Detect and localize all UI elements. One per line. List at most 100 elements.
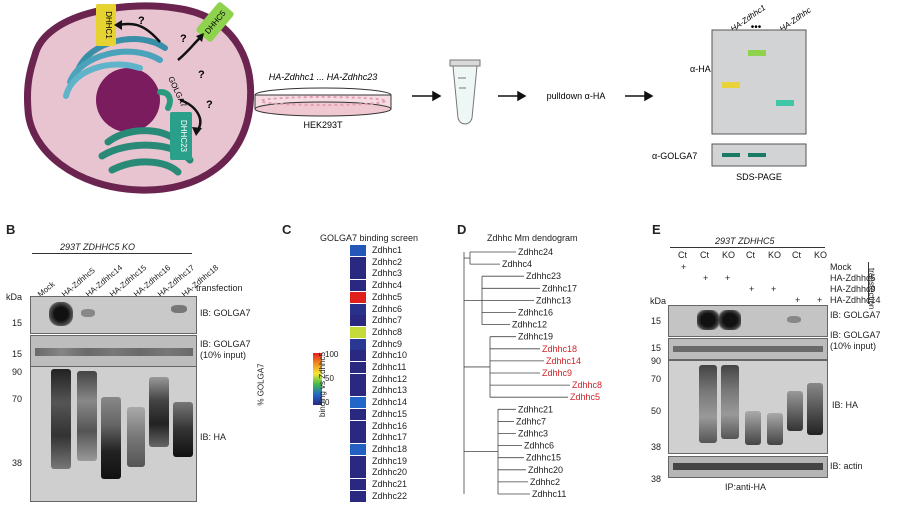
question-4: ? [206, 99, 213, 111]
dish-title: HA-Zdhhc1 ... HA-Zdhhc23 [269, 72, 378, 82]
e-col-label: Ct [792, 250, 801, 260]
heatmap-row-label: Zdhhc16 [372, 420, 408, 431]
panel-b-transfection: transfection [196, 283, 243, 293]
dhhc23-box [170, 112, 192, 160]
panel-b-blot-input [30, 335, 197, 367]
e-ha-ko-9 [767, 413, 783, 445]
e-marker-70: 70 [651, 374, 662, 384]
dendrogram-leaf-label: Zdhhc14 [546, 356, 581, 366]
c-cbar-label-2: binding vs Zdhhc5 [317, 352, 327, 417]
dendrogram-leaf-label: Zdhhc12 [512, 320, 547, 330]
e-ha-ko-14 [807, 383, 823, 435]
panel-c-title: GOLGA7 binding screen [320, 233, 419, 243]
panel-b-title: 293T ZDHHC5 KO [60, 242, 136, 252]
panel-b-blot-golga7 [30, 296, 197, 334]
panel-c-letter: C [282, 222, 292, 237]
dendrogram-leaf-label: Zdhhc8 [572, 380, 602, 390]
heatmap-row-label: Zdhhc17 [372, 432, 408, 443]
e-col-label: KO [814, 250, 828, 260]
b-ib-golga7: IB: GOLGA7 [200, 308, 251, 318]
e-plus-mark: + [817, 295, 823, 305]
dendrogram-leaf-label: Zdhhc24 [518, 247, 553, 257]
e-band-ct-5 [697, 310, 719, 330]
band-golga7-2 [748, 153, 766, 157]
golga7-shape [157, 89, 173, 111]
heatmap-cell [350, 432, 366, 444]
heatmap-row-label: Zdhhc15 [372, 408, 408, 419]
heatmap-cell [350, 315, 366, 327]
panel-e-letter: E [652, 222, 661, 237]
e-marker-15a: 15 [651, 316, 662, 326]
panel-e-blot-actin [668, 456, 828, 478]
e-plus-mark: + [703, 273, 709, 283]
panel-e-blot-input [668, 338, 828, 360]
heatmap-row-label: Zdhhc11 [372, 362, 407, 372]
b-ha-lane-16 [127, 407, 145, 467]
e-plus-mark: + [795, 295, 801, 305]
dendrogram-leaf-label: Zdhhc21 [518, 404, 553, 414]
b-input-band [35, 348, 193, 356]
e-row-label: HA-Zdhhc9 [830, 284, 876, 294]
heatmap-cell [350, 326, 366, 338]
heatmap-cell [350, 303, 366, 315]
heatmap-cell [350, 443, 366, 455]
b-band-zdhhc18-weak [171, 305, 187, 313]
dendrogram-leaf-label: Zdhhc15 [526, 453, 561, 463]
heatmap-row-label: Zdhhc5 [372, 291, 403, 302]
heatmap-row-label: Zdhhc18 [372, 443, 408, 454]
heatmap-cell [350, 280, 366, 292]
e-col-label: KO [768, 250, 782, 260]
e-ib-ha: IB: HA [832, 400, 859, 410]
heatmap-cell [350, 291, 366, 303]
b-ha-lane-5 [51, 369, 71, 469]
e-ip-label: IP:anti-HA [725, 482, 767, 492]
b-marker-90: 90 [12, 367, 23, 377]
band-dhhc5 [748, 50, 766, 56]
b-marker-38: 38 [12, 458, 23, 468]
panel-b-blot-ha [30, 366, 197, 502]
heatmap-cell [350, 408, 366, 420]
panel-a-schematic: DHHC1 DHHC5 DHHC23 ? ? ? ? GOLGA7 HA-Zdh… [24, 2, 813, 194]
e-row-label: HA-Zdhhc14 [830, 295, 881, 305]
gel-lane-label-1: HA-Zdhhc1 [729, 3, 767, 34]
dendrogram-leaf-label: Zdhhc20 [528, 465, 563, 475]
heatmap-cell [350, 385, 366, 397]
heatmap-row-label: Zdhhc19 [372, 455, 408, 466]
heatmap-row-label: Zdhhc1 [372, 245, 403, 255]
heatmap-cell [350, 467, 366, 479]
panel-d-title: Zdhhc Mm dendogram [487, 233, 578, 243]
e-ha-ct-14 [787, 391, 803, 431]
e-ha-ct-9 [745, 411, 761, 445]
dendrogram-leaf-label: Zdhhc17 [542, 283, 577, 293]
dhhc5-box [196, 2, 234, 42]
dendrogram-leaf-label: Zdhhc6 [524, 441, 554, 451]
heatmap-row-label: Zdhhc21 [372, 479, 408, 489]
e-ha-ct-5 [699, 365, 717, 443]
golgi-top [63, 36, 168, 99]
dendrogram-leaf-label: Zdhhc19 [518, 332, 553, 342]
petri-dish [254, 87, 392, 117]
e-col-label: KO [722, 250, 736, 260]
c-colorbar [313, 353, 322, 405]
c-cbar-tick-100: 100 [325, 350, 339, 359]
e-input-band [673, 346, 823, 352]
dendrogram-leaf-label: Zdhhc2 [530, 477, 560, 487]
b-ha-lane-18 [173, 402, 193, 457]
question-1: ? [138, 15, 145, 27]
band-golga7-1 [722, 153, 740, 157]
e-marker-90: 90 [651, 356, 662, 366]
heatmap-cell [350, 490, 366, 502]
heatmap-row-label: Zdhhc2 [372, 256, 403, 267]
panel-b-title-rule [32, 253, 192, 254]
heatmap-row-label: Zdhhc3 [372, 268, 403, 279]
heatmap-row-label: Zdhhc13 [372, 385, 408, 396]
heatmap-cell [350, 455, 366, 467]
flow-arrows [412, 90, 654, 102]
dendrogram-leaf-label: Zdhhc13 [536, 295, 571, 305]
panel-d-dendrogram: Zdhhc24Zdhhc4Zdhhc23Zdhhc17Zdhhc13Zdhhc1… [463, 247, 602, 499]
question-3: ? [198, 69, 205, 81]
b-ib-input-1: IB: GOLGA7 [200, 339, 251, 349]
e-plus-mark: + [749, 284, 755, 294]
gel-dots: ••• [751, 22, 762, 33]
heatmap-cell [350, 420, 366, 432]
